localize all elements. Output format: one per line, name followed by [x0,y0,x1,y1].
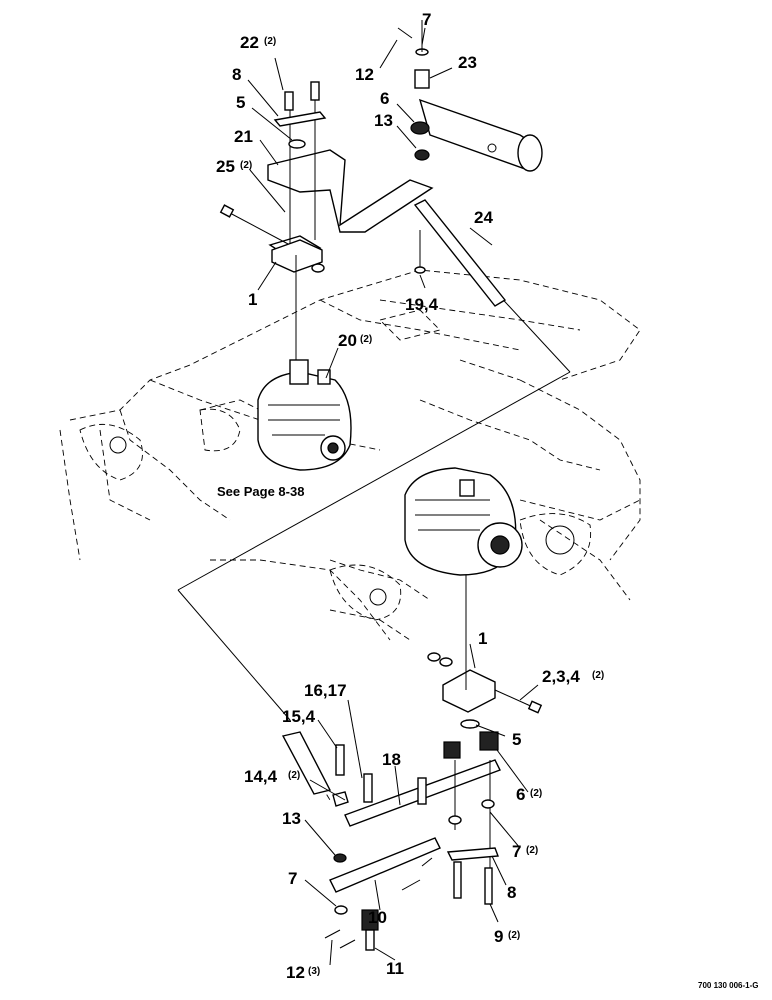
callout-5-lower: 5 [512,730,521,749]
callout-22-qty: (2) [264,36,276,47]
callout-5: 5 [236,93,245,112]
callout-9-qty: (2) [508,930,520,941]
callout-16-17: 16,17 [304,681,347,700]
callout-21: 21 [234,127,253,146]
callout-25-qty: (2) [240,160,252,171]
drawing-code: 700 130 006-1-G [698,981,759,990]
callout-13: 13 [374,111,393,130]
callouts-upper: 7 22 (2) 12 23 8 6 5 13 21 25 (2) 24 1 1… [216,10,493,350]
callout-23: 23 [458,53,477,72]
callout-6: 6 [380,89,389,108]
callout-14-4: 14,4 [244,767,278,786]
leader-lines [247,27,539,966]
callout-19-4: 19,4 [405,295,439,314]
callout-6-lower: 6 [516,785,525,804]
callout-7: 7 [422,10,431,29]
callout-6-lower-qty: (2) [530,788,542,799]
callout-14-4-qty: (2) [288,770,300,781]
upper-bracket-assembly [219,20,543,307]
callout-8: 8 [232,65,241,84]
callout-2-3-4-qty: (2) [592,670,604,681]
pump-upper [257,359,352,471]
callout-9: 9 [494,927,503,946]
callout-24: 24 [474,208,493,227]
callout-15-4: 15,4 [282,707,316,726]
callout-20: 20 [338,331,357,350]
callout-8-lower: 8 [507,883,516,902]
callout-13-lower: 13 [282,809,301,828]
callout-20-qty: (2) [360,334,372,345]
callout-12: 12 [355,65,374,84]
callout-25: 25 [216,157,235,176]
callout-1: 1 [248,290,257,309]
callout-7-lower-qty2-qty: (2) [526,845,538,856]
callout-11: 11 [386,959,404,978]
callout-22: 22 [240,33,259,52]
callout-2-3-4: 2,3,4 [542,667,580,686]
callout-18: 18 [382,750,401,769]
callout-12-lower: 12 [286,963,305,982]
machine-frame-outline [59,269,641,641]
callout-1-lower: 1 [478,629,487,648]
detail-connector-lines [177,209,571,721]
callout-7-lower-qty2: 7 [512,842,521,861]
see-page-reference: See Page 8-38 [217,484,304,499]
callout-10: 10 [368,908,387,927]
callouts-lower: 1 2,3,4 (2) 16,17 15,4 5 18 14,4 (2) 6 (… [244,629,604,982]
callout-7-lower: 7 [288,869,297,888]
pump-lower [404,467,523,576]
callout-12-lower-qty: (3) [308,966,320,977]
lower-bracket-assembly [281,650,543,951]
